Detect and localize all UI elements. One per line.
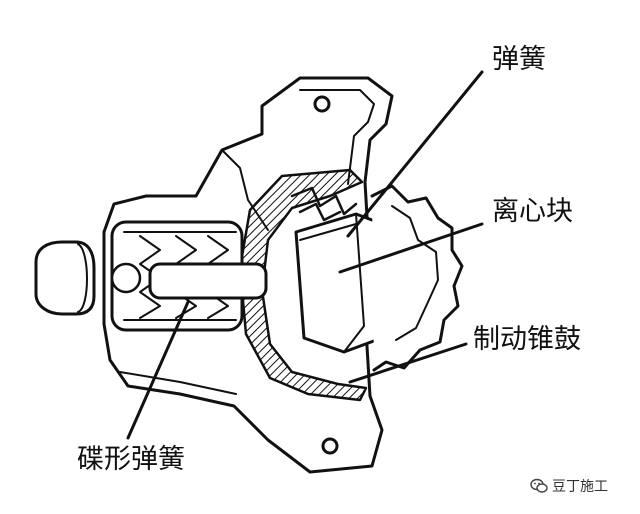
wechat-icon (530, 478, 548, 493)
end-cap (34, 240, 96, 316)
watermark-text: 豆丁施工 (552, 479, 608, 495)
watermark: 豆丁施工 (530, 476, 608, 496)
leader-line-spring (346, 70, 484, 238)
leader-line-centrifugal-block (338, 222, 484, 274)
disc-spring-stack (110, 220, 268, 332)
label-spring: 弹簧 (492, 44, 546, 75)
label-brake-cone-drum: 制动锥鼓 (473, 324, 581, 355)
label-disc-spring: 碟形弹簧 (77, 444, 185, 475)
spring-shape (290, 186, 358, 222)
bolt-hole-bottom (321, 437, 339, 455)
brake-assembly-illustration (34, 76, 464, 474)
leader-line-disc-spring (126, 300, 190, 440)
leader-lines (126, 70, 484, 440)
leader-line-brake-cone-drum (348, 342, 468, 384)
cone-drum-section (238, 168, 368, 402)
bolt-hole-top (313, 95, 331, 113)
brake-shoe-teeth (370, 184, 464, 372)
shaft (148, 262, 268, 300)
label-centrifugal-block: 离心块 (492, 196, 573, 227)
